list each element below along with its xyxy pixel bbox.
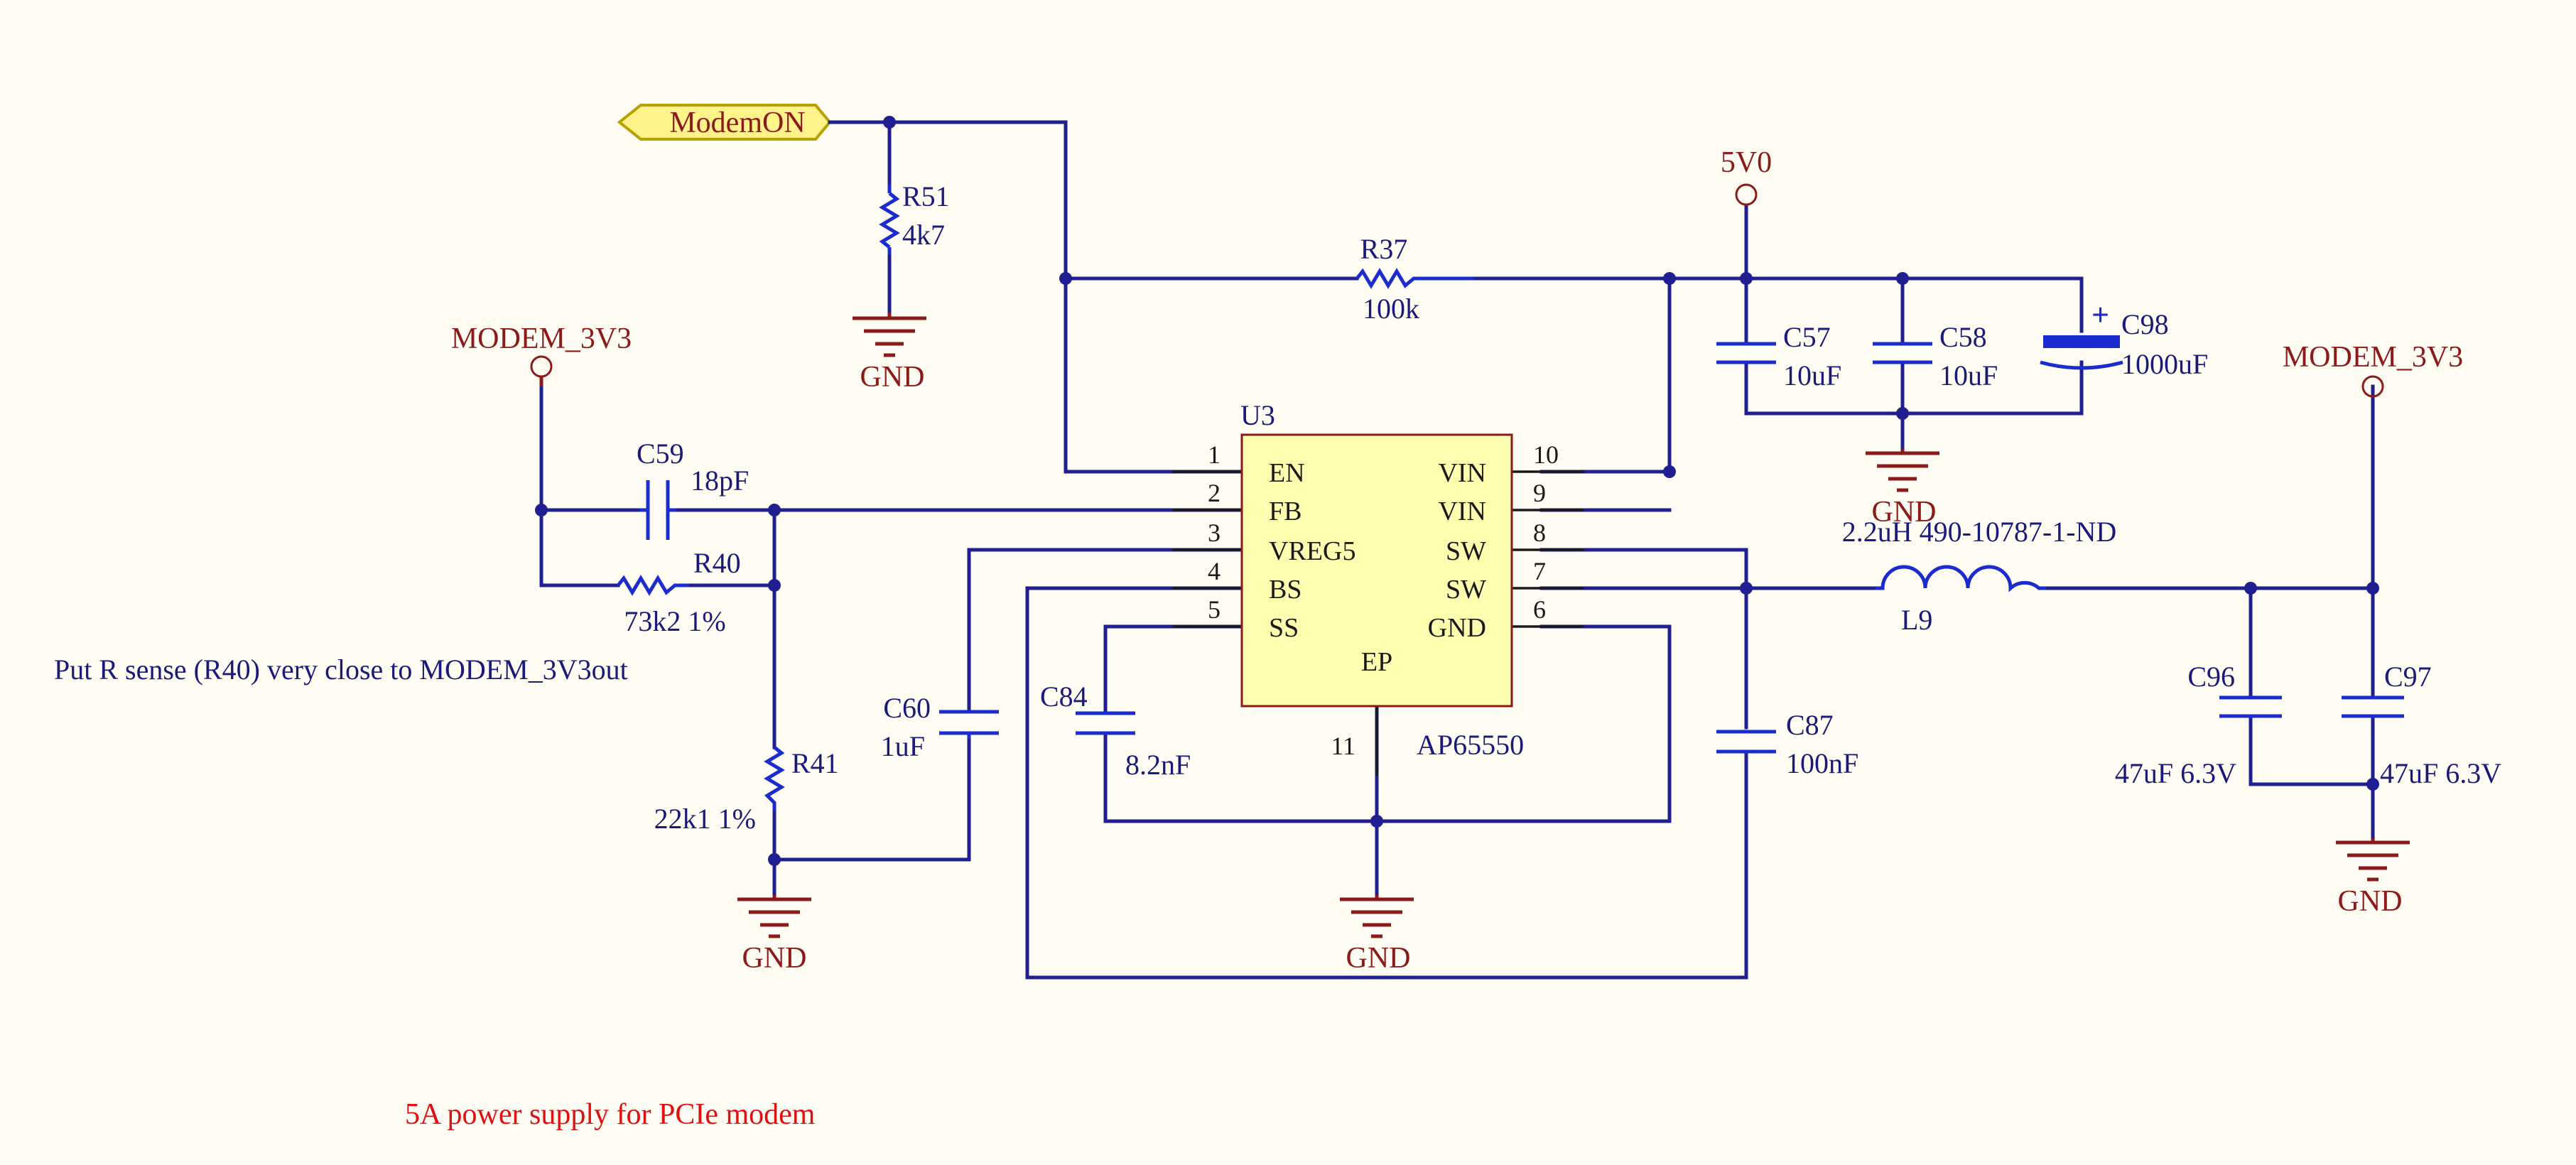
ic-u3-body [1240,433,1513,708]
gnd-label: GND [1872,496,1937,529]
ic-pin-name: VIN [1438,497,1486,526]
ic-pin-num: 4 [1208,557,1221,585]
ic-pin-num: 10 [1533,440,1559,469]
gnd-symbol[interactable]: GND [1866,449,1939,529]
power-port-5v0-label: 5V0 [1721,146,1772,179]
ic-pin-name: SW [1446,575,1486,605]
c59-ref: C59 [637,438,684,470]
net-port-modemon-label: ModemON [669,107,805,139]
c60-value: 1uF [881,730,925,762]
gnd-symbol[interactable]: GND [2336,838,2410,918]
r37-ref: R37 [1360,233,1408,265]
ic-pin-name: VREG5 [1269,536,1355,566]
ic-pin-num: 11 [1331,732,1355,760]
capacitor-c96[interactable]: C96 47uF 6.3V [2115,661,2282,789]
c59-value: 18pF [691,465,749,497]
c87-ref: C87 [1786,709,1834,741]
gnd-label: GND [1346,942,1411,975]
ic-pin-num: 8 [1533,519,1546,547]
power-port-modem-3v3-right-label: MODEM_3V3 [2283,341,2463,374]
ic-pin-num: 2 [1208,479,1221,507]
resistor-r40[interactable]: R40 73k2 1% [617,547,741,637]
junctions [535,116,2379,866]
r51-value: 4k7 [902,219,945,251]
capacitor-c59[interactable]: C59 18pF [637,438,749,540]
resistor-r41[interactable]: R41 22k1 1% [654,746,839,835]
c97-ref: C97 [2384,661,2432,693]
r41-ref: R41 [791,747,839,779]
gnd-symbol[interactable]: GND [737,895,811,975]
capacitor-c97[interactable]: C97 47uF 6.3V [2342,661,2501,789]
c84-value: 8.2nF [1125,749,1191,781]
gnd-symbol[interactable]: GND [853,313,926,394]
resistor-r51[interactable]: R51 4k7 [879,180,950,254]
note-title: 5A power supply for PCIe modem [405,1098,816,1131]
power-port-modem-3v3-left[interactable]: MODEM_3V3 [451,323,632,386]
ic-pin-name: GND [1428,613,1486,643]
gnd-symbol[interactable]: GND [1340,895,1414,975]
c58-ref: C58 [1939,321,1987,353]
ic-u3-part: AP65550 [1417,729,1524,761]
ic-pin-name: BS [1269,575,1301,605]
ic-pin-num: 6 [1533,595,1546,624]
r40-ref: R40 [693,547,741,579]
c87-value: 100nF [1786,747,1858,779]
capacitor-c57[interactable]: C57 10uF [1716,321,1841,391]
c97-value: 47uF 6.3V [2380,757,2501,789]
c98-ref: C98 [2121,308,2169,340]
capacitor-c98[interactable]: + C98 1000uF [2040,298,2208,380]
net-port-modemon[interactable]: ModemON [617,104,832,141]
ic-pin-name: FB [1269,497,1301,526]
capacitor-c87[interactable]: C87 100nF [1716,709,1858,779]
c98-polarity-icon: + [2091,298,2109,332]
c96-value: 47uF 6.3V [2115,757,2236,789]
c57-value: 10uF [1783,359,1841,391]
l9-value: 2.2uH 490-10787-1-ND [1842,516,2117,548]
capacitor-c84[interactable]: C84 8.2nF [1040,681,1191,781]
ic-pin-num: 5 [1208,595,1221,624]
ic-pin-num: 9 [1533,479,1546,507]
wires [539,120,2375,980]
power-port-5v0[interactable]: 5V0 [1721,146,1772,206]
l9-ref: L9 [1901,604,1932,636]
ic-pin-name: EN [1269,458,1305,488]
r40-value: 73k2 1% [624,605,725,637]
gnd-label: GND [860,361,925,394]
c84-ref: C84 [1040,681,1088,712]
r37-value: 100k [1363,293,1419,325]
ic-pin-name: SS [1269,613,1299,643]
note-r-sense: Put R sense (R40) very close to MODEM_3V… [54,654,628,686]
c58-value: 10uF [1939,359,1998,391]
resistor-r37[interactable]: R37 100k [1355,233,1475,325]
ic-pin-name: SW [1446,536,1486,566]
r41-value: 22k1 1% [654,803,756,835]
ic-pin-num: 7 [1533,557,1546,585]
power-port-modem-3v3-left-label: MODEM_3V3 [451,323,632,355]
capacitor-c60[interactable]: C60 1uF [881,692,999,762]
ic-u3-ref: U3 [1240,399,1275,431]
ic-pin-name: EP [1361,647,1392,677]
ic-pin-num: 1 [1208,440,1221,469]
c60-ref: C60 [883,692,931,724]
c98-value: 1000uF [2121,348,2208,380]
ic-pin-name: VIN [1438,458,1486,488]
ic-u3[interactable]: U3 1 2 3 4 5 EN FB VREG5 BS SS 10 9 8 7 … [1172,399,1584,776]
gnd-label: GND [2338,885,2403,918]
r51-ref: R51 [902,180,950,212]
c96-ref: C96 [2187,661,2235,693]
ic-pin-num: 3 [1208,519,1221,547]
inductor-l9[interactable]: 2.2uH 490-10787-1-ND L9 [1842,516,2117,636]
c57-ref: C57 [1783,321,1831,353]
capacitor-c58[interactable]: C58 10uF [1873,321,1998,391]
power-port-modem-3v3-right[interactable]: MODEM_3V3 [2283,341,2463,398]
gnd-label: GND [742,942,807,975]
